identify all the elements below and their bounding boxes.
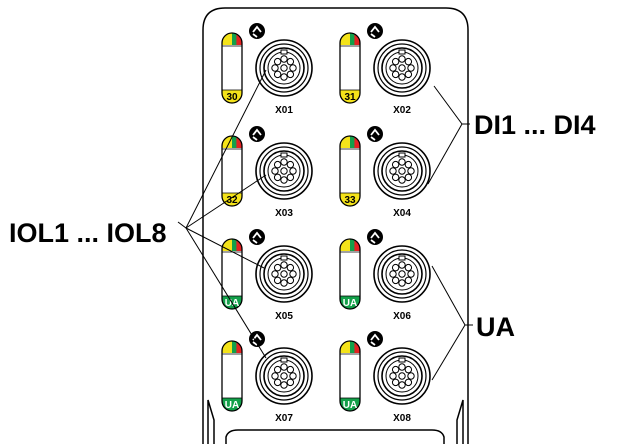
m12-connector-icon [255,142,313,200]
ua-leader-1 [431,265,473,326]
callout-di-label: DI1 ... DI4 [474,110,596,140]
port-label: X01 [275,105,293,116]
led-number: UA [343,400,357,411]
io-link-icon [367,23,383,39]
port-x06: UA X06 [339,229,431,322]
port-label: X04 [393,208,411,219]
di-leader-2 [427,123,463,185]
port-label: X02 [393,105,411,116]
callout-leaders [177,69,473,381]
io-link-icon [249,229,265,245]
module-housing [202,7,469,444]
led-indicator: UA [339,340,361,412]
io-link-icon [367,229,383,245]
m12-connector-icon [255,39,313,97]
led-number: UA [343,298,357,309]
led-number: 31 [344,92,356,103]
led-number: 33 [344,195,356,206]
port-x07: UA X07 [221,331,313,424]
io-link-icon [367,331,383,347]
port-label: X08 [393,413,411,424]
port-label: X03 [275,208,293,219]
led-indicator: 33 [339,135,361,207]
port-x05: UA X05 [221,229,313,322]
iol-leader-4 [185,227,267,359]
port-label: X06 [393,311,411,322]
led-indicator: UA [339,238,361,310]
port-label: X07 [275,413,293,424]
led-number: UA [225,400,239,411]
led-indicator: 30 [221,32,243,104]
io-link-icon [249,23,265,39]
m12-connector-icon [373,142,431,200]
port-x08: UA X08 [339,331,431,424]
di-leader-1 [433,85,470,125]
led-indicator: 31 [339,32,361,104]
m12-connector-icon [373,39,431,97]
port-label: X05 [275,311,293,322]
iol-leader-3 [185,227,265,269]
led-indicator: UA [221,340,243,412]
iol-leader-2 [185,174,267,229]
callout-ua-label: UA [476,312,515,342]
io-link-icon [367,126,383,142]
m12-connector-icon [255,347,313,405]
led-number: 32 [226,195,238,206]
led-indicator: 32 [221,135,243,207]
m12-connector-icon [373,347,431,405]
ua-leader-2 [431,324,466,381]
m12-connector-icon [255,245,313,303]
m12-connector-icon [373,245,431,303]
led-number: 30 [226,92,238,103]
led-indicator: UA [221,238,243,310]
callout-iol-label: IOL1 ... IOL8 [9,218,167,248]
io-link-icon [249,126,265,142]
